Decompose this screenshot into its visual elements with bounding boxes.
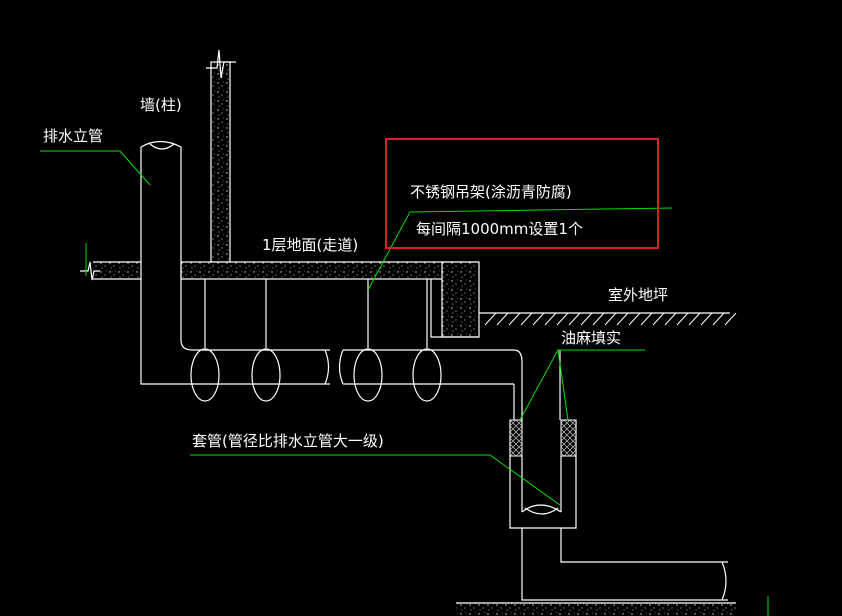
leader-lines <box>40 150 673 506</box>
ground-hatch-mark <box>688 312 701 326</box>
horizontal-pipe <box>338 349 523 430</box>
ground-hatch-mark <box>544 312 557 326</box>
ground-hatch-mark <box>520 312 533 326</box>
ground-hatch-mark <box>676 312 689 326</box>
ground-hatch-mark <box>532 312 545 326</box>
ground-hatch-mark <box>628 312 641 326</box>
ground-hatch-mark <box>496 312 509 326</box>
label-riser: 排水立管 <box>43 127 103 145</box>
label-sleeve: 套管(管径比排水立管大一级) <box>192 432 384 450</box>
outdoor-ground <box>479 312 737 326</box>
ground-hatch-mark <box>604 312 617 326</box>
ground-hatch-mark <box>616 312 629 326</box>
bottom-slab <box>456 596 769 616</box>
ground-hatch-mark <box>580 312 593 326</box>
ground-hatch-mark <box>556 312 569 326</box>
label-hanger-line2: 每间隔1000mm设置1个 <box>416 220 583 238</box>
ground-hatch-mark <box>508 312 521 326</box>
label-hanger-line1: 不锈钢吊架(涂沥青防腐) <box>410 183 572 201</box>
drain-riser-pipe <box>140 140 330 385</box>
label-wall: 墙(柱) <box>140 96 182 114</box>
ground-hatch-mark <box>664 312 677 326</box>
foundation-beam <box>430 261 480 338</box>
highlight-box <box>385 138 659 249</box>
label-packing: 油麻填实 <box>561 329 621 347</box>
label-outdoor: 室外地坪 <box>608 286 668 304</box>
sleeve <box>509 419 577 529</box>
label-floor: 1层地面(走道) <box>262 236 358 254</box>
ground-hatch-mark <box>568 312 581 326</box>
down-pipe <box>513 350 561 420</box>
lower-pipe <box>521 528 728 601</box>
wall-column <box>206 49 236 263</box>
ground-hatch-mark <box>712 312 725 326</box>
ground-hatch-mark <box>592 312 605 326</box>
ground-hatch-mark <box>700 312 713 326</box>
ground-hatch-mark <box>484 312 497 326</box>
ground-hatch-mark <box>724 312 737 326</box>
pipe-hangers <box>190 279 442 402</box>
ground-hatch-mark <box>640 312 653 326</box>
ground-hatch-mark <box>652 312 665 326</box>
